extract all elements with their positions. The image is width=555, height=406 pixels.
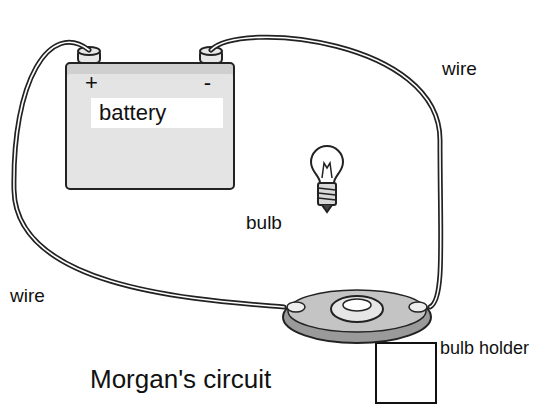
holder-top: [288, 290, 426, 332]
plus-sign: +: [85, 72, 98, 94]
holder-terminal: [287, 302, 305, 312]
answer-box: [376, 343, 436, 403]
wire-outline: [14, 42, 284, 307]
bulb-holder: bulb holder: [282, 282, 432, 344]
battery: +-battery: [65, 62, 235, 190]
bulb-drawing: [311, 146, 343, 212]
holder-terminal: [409, 302, 427, 312]
wire-core: [14, 42, 284, 307]
terminal-signs: +-: [67, 64, 233, 94]
holder-label: bulb holder: [440, 338, 529, 359]
holder-shape: [282, 282, 432, 344]
wire-label: wire: [440, 58, 479, 80]
wire-label: wire: [8, 285, 47, 307]
socket-hole: [343, 299, 371, 311]
minus-sign: -: [204, 72, 211, 94]
battery-label: battery: [91, 98, 223, 128]
wire: [14, 42, 284, 307]
part-label: bulb: [244, 212, 284, 234]
wire: [211, 37, 441, 307]
holder-base: [283, 291, 431, 343]
caption: Morgan's circuit: [88, 364, 273, 395]
battery-terminal: [78, 47, 222, 63]
wire-core: [211, 37, 441, 307]
wire-outline: [211, 37, 441, 307]
socket: [331, 296, 383, 322]
